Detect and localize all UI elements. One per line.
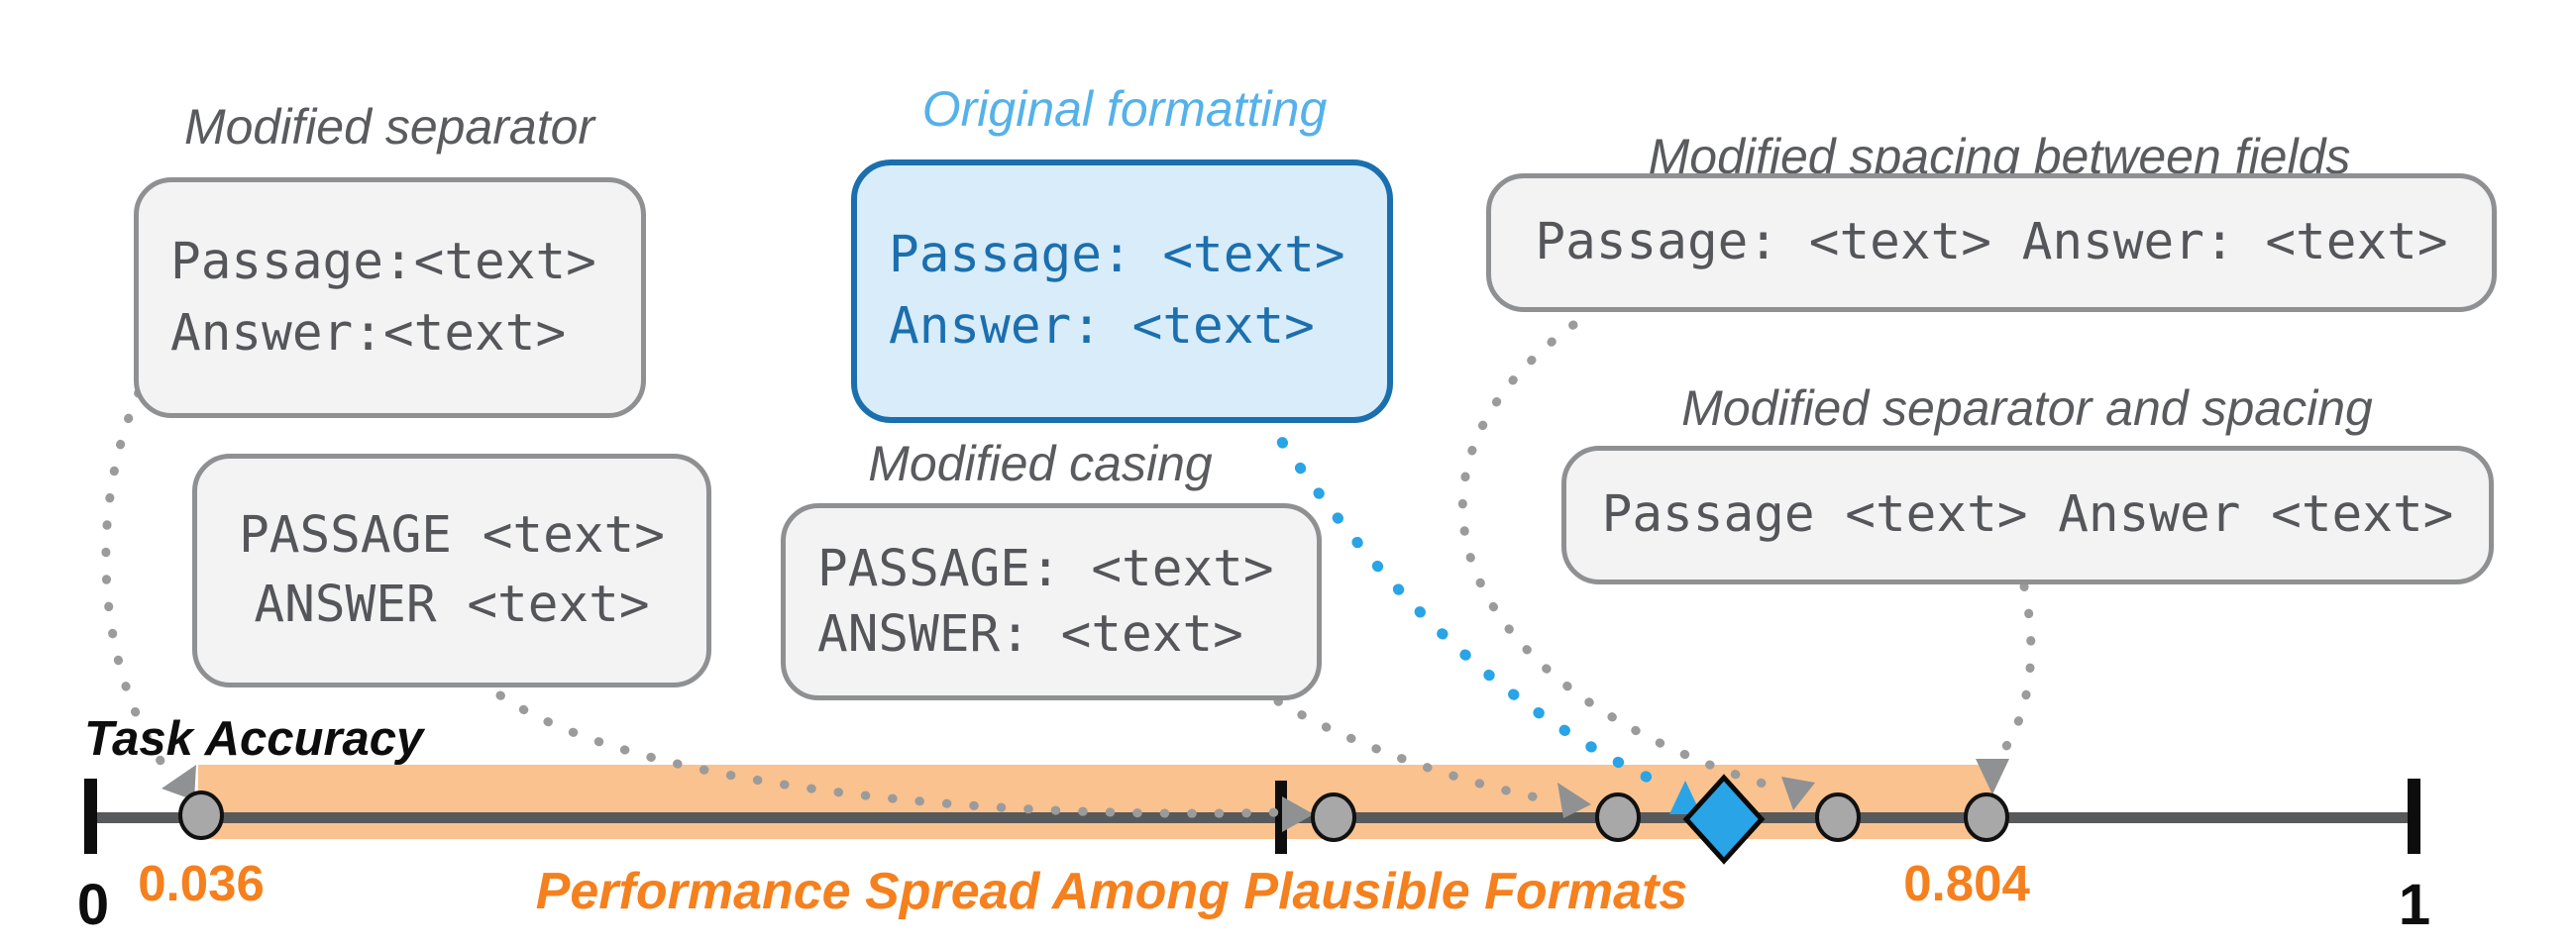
arrowhead-modified-casing: [1557, 783, 1591, 818]
marker-original-formatting-diamond: [1682, 774, 1766, 865]
modified-separator-title: Modified separator: [183, 99, 595, 155]
arrowhead-modified-separator-spacing: [1976, 759, 2009, 794]
spread-low-value: 0.036: [138, 855, 265, 911]
connector-modified-separator-spacing: [1990, 581, 2036, 766]
format-line: PASSAGE <text>: [239, 506, 665, 565]
performance-spread-band: [198, 765, 1993, 839]
modified-separator-spacing-title: Modified separator and spacing: [1681, 380, 2373, 436]
marker-modified-separator: [178, 791, 224, 840]
arrowhead-modified-spacing: [1781, 777, 1815, 810]
modified-casing-box: PASSAGE: <text> ANSWER: <text>: [781, 503, 1322, 700]
format-line: Passage: <text> Answer: <text>: [1535, 213, 2448, 271]
format-line: Passage <text> Answer <text>: [1601, 485, 2454, 544]
original-formatting-box: Passage: <text> Answer: <text>: [851, 159, 1393, 423]
connector-modified-casing-separator: [495, 690, 1283, 818]
marker-modified-spacing: [1815, 792, 1861, 842]
modified-casing-title: Modified casing: [868, 436, 1213, 491]
axis-min-label: 0: [76, 873, 110, 937]
marker-modified-casing: [1595, 792, 1641, 842]
modified-separator-box: Passage:<text> Answer:<text>: [134, 177, 646, 418]
arrowhead-modified-separator: [161, 765, 196, 800]
spread-caption: Performance Spread Among Plausible Forma…: [535, 863, 1688, 920]
spread-high-value: 0.804: [1903, 855, 2030, 911]
format-line: Passage:<text>: [170, 232, 596, 291]
format-line: Answer:<text>: [170, 303, 567, 363]
tick-middle: [1275, 781, 1287, 854]
arrowhead-original-formatting: [1669, 781, 1701, 814]
modified-separator-spacing-box: Passage <text> Answer <text>: [1561, 446, 2494, 584]
axis-max-label: 1: [2398, 873, 2431, 937]
task-accuracy-label: Task Accuracy: [84, 712, 424, 766]
marker-modified-separator-spacing: [1964, 792, 2009, 842]
arrowhead-modified-casing-separator: [1282, 796, 1314, 832]
connector-modified-casing: [1273, 696, 1556, 805]
format-line: PASSAGE: <text>: [817, 539, 1274, 598]
marker-modified-casing-separator: [1311, 792, 1356, 842]
format-line: ANSWER <text>: [254, 576, 650, 634]
modified-casing-separator-box: PASSAGE <text> ANSWER <text>: [192, 454, 711, 687]
format-line: Answer: <text>: [889, 297, 1315, 356]
tick-one: [2408, 779, 2420, 854]
original-formatting-title: Original formatting: [921, 81, 1328, 137]
format-line: Passage: <text>: [889, 226, 1345, 284]
modified-spacing-box: Passage: <text> Answer: <text>: [1486, 173, 2497, 312]
format-line: ANSWER: <text>: [817, 604, 1243, 664]
accuracy-axis-line: [90, 812, 2420, 823]
tick-zero: [84, 779, 97, 854]
